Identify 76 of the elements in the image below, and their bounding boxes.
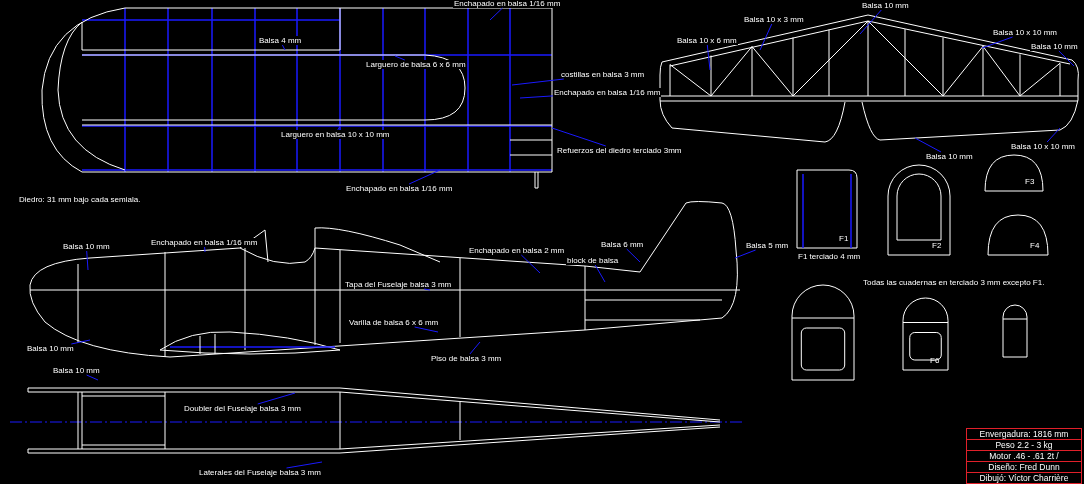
former-outline bbox=[797, 170, 857, 248]
callout-label: Tapa del Fuselaje balsa 3 mm bbox=[344, 280, 453, 289]
callout-label: Enchapado en balsa 1/16 mm bbox=[553, 88, 662, 97]
leader-line bbox=[86, 250, 89, 271]
former-outline bbox=[792, 285, 854, 380]
title-block-row: Envergadura: 1816 mm bbox=[966, 428, 1082, 440]
leader-line bbox=[626, 248, 641, 263]
callout-label: Varilla de balsa 6 x 6 mm bbox=[348, 318, 440, 327]
former-note: F1 terciado 4 mm bbox=[797, 252, 862, 261]
callout-label: Enchapado en balsa 1/16 mm bbox=[150, 238, 259, 247]
leader-line bbox=[337, 125, 341, 131]
former-label: F6 bbox=[930, 356, 940, 365]
title-block-row: Motor .46 - .61 2t / bbox=[966, 451, 1082, 462]
leader-line bbox=[859, 9, 882, 35]
title-block-row: Dibujó: Víctor Charrière bbox=[966, 473, 1082, 484]
former-outline bbox=[988, 215, 1048, 255]
callout-label: Balsa 5 mm bbox=[745, 241, 790, 250]
callout-label: Balsa 10 mm bbox=[26, 344, 75, 353]
leader-line bbox=[914, 137, 942, 153]
former-label: F2 bbox=[932, 241, 942, 250]
leader-line bbox=[511, 78, 565, 86]
callout-label: Balsa 10 x 10 mm bbox=[1010, 142, 1077, 151]
leader-line bbox=[489, 7, 503, 21]
leader-line bbox=[204, 246, 206, 253]
callout-label: Piso de balsa 3 mm bbox=[430, 354, 503, 363]
leader-line bbox=[594, 264, 606, 283]
callout-label: block de balsa bbox=[566, 256, 620, 265]
title-block-row: Peso 2.2 - 3 kg bbox=[966, 440, 1082, 451]
former-label: F3 bbox=[1025, 177, 1035, 186]
callout-label: costillas en balsa 3 mm bbox=[560, 70, 646, 79]
note-text: Todas las cuadernas en terciado 3 mm excepto F1. bbox=[862, 278, 1046, 287]
leader-line bbox=[414, 326, 439, 333]
former-label: F1 bbox=[839, 234, 849, 243]
leader-line bbox=[981, 36, 1013, 49]
callout-label: Balsa 10 x 10 mm bbox=[992, 28, 1059, 37]
leader-line bbox=[257, 392, 296, 405]
leader-line bbox=[759, 23, 773, 51]
leader-line bbox=[70, 339, 91, 345]
callout-label: Balsa 4 mm bbox=[258, 36, 303, 45]
callout-label: Balsa 6 mm bbox=[600, 240, 645, 249]
callout-label: Balsa 10 mm bbox=[925, 152, 974, 161]
callout-label: Enchapado en balsa 1/16 mm bbox=[345, 184, 454, 193]
note-text: Diedro: 31 mm bajo cada semiala. bbox=[18, 195, 142, 204]
leader-line bbox=[286, 461, 323, 469]
former-label: F4 bbox=[1030, 241, 1040, 250]
leader-line bbox=[551, 127, 607, 147]
leader-line bbox=[734, 249, 757, 259]
former-outline bbox=[1003, 305, 1027, 357]
callout-label: Balsa 10 mm bbox=[52, 366, 101, 375]
leader-line bbox=[394, 55, 406, 61]
callout-label: Balsa 10 mm bbox=[1030, 42, 1079, 51]
leader-line bbox=[1058, 50, 1075, 67]
callout-label: Doubler del Fuselaje balsa 3 mm bbox=[183, 404, 302, 413]
callout-label: Balsa 10 mm bbox=[62, 242, 111, 251]
leader-line bbox=[706, 44, 711, 71]
leader-line bbox=[86, 374, 99, 381]
callout-label: Refuerzos del diedro terciado 3mm bbox=[556, 146, 683, 155]
former-outline bbox=[888, 165, 950, 255]
callout-label: Balsa 10 x 6 mm bbox=[676, 36, 738, 45]
leader-line bbox=[1046, 127, 1061, 143]
callout-label: Balsa 10 mm bbox=[861, 1, 910, 10]
former-outline bbox=[903, 298, 948, 370]
callout-label: Larguero en balsa 10 x 10 mm bbox=[280, 130, 391, 139]
leader-line bbox=[281, 44, 286, 51]
leader-line bbox=[520, 254, 541, 274]
former-outline bbox=[985, 155, 1043, 191]
leader-line bbox=[408, 169, 441, 185]
callout-label: Laterales del Fuselaje balsa 3 mm bbox=[198, 468, 322, 477]
callout-label: Enchapado en balsa 2 mm bbox=[468, 246, 566, 255]
title-block-row: Diseño: Fred Dunn bbox=[966, 462, 1082, 473]
leader-line bbox=[519, 95, 554, 99]
callout-label: Larguero de balsa 6 x 6 mm bbox=[365, 60, 467, 69]
leader-line bbox=[423, 288, 431, 291]
callout-label: Enchapado en balsa 1/16 mm bbox=[453, 0, 562, 8]
callout-label: Balsa 10 x 3 mm bbox=[743, 15, 805, 24]
leader-line bbox=[469, 341, 481, 355]
